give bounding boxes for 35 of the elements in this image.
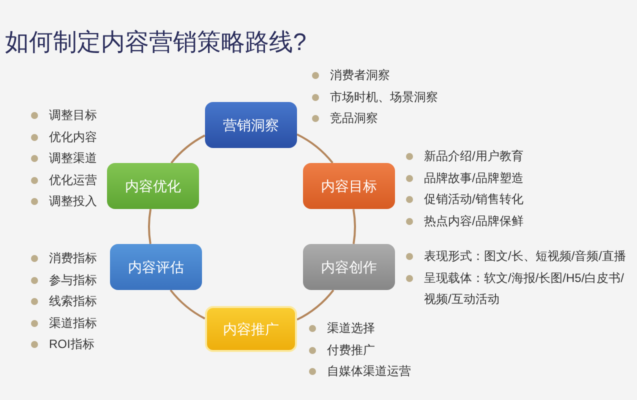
list-item: 调整投入: [49, 193, 97, 210]
list-item: 促销活动/销售转化: [424, 191, 524, 208]
process-box: 内容目标: [303, 163, 395, 209]
list-item: 品牌故事/品牌塑造: [424, 170, 524, 187]
list-item: 线索指标: [49, 293, 97, 310]
list-item: 新品介绍/用户教育: [424, 148, 524, 166]
list-item: 调整渠道: [49, 150, 97, 168]
list-item: 自媒体渠道运营: [327, 363, 411, 380]
process-box: 营销洞察: [205, 102, 297, 148]
list-item: 消费指标: [49, 250, 97, 268]
list-item: 调整目标: [49, 107, 97, 124]
list-item: 渠道指标: [49, 314, 97, 332]
connector-arc: [296, 133, 334, 164]
title: 如何制定内容营销策略路线?: [5, 28, 306, 58]
list-item: 热点内容/品牌保鲜: [424, 212, 524, 230]
list-item: 优化内容: [49, 128, 97, 146]
connector-arc: [170, 289, 206, 320]
list-item: ROI指标: [49, 336, 94, 354]
list-item: 市场时机、场景洞察: [330, 88, 438, 106]
process-box: 内容创作: [303, 244, 395, 290]
list-item: 竞品洞察: [330, 110, 378, 128]
process-box: 内容推广: [205, 306, 297, 352]
process-box: 内容评估: [110, 244, 202, 290]
list-item: 优化运营: [49, 172, 97, 189]
list-item: 参与指标: [49, 272, 97, 289]
connector-arc: [296, 289, 334, 321]
connector-arc: [352, 209, 356, 244]
list-item: 渠道选择: [327, 320, 375, 338]
process-box: 内容优化: [107, 163, 199, 209]
list-item: 消费者洞察: [330, 67, 390, 84]
connector-arc: [148, 208, 152, 244]
list-item: 付费推广: [327, 342, 375, 359]
connector-arc: [170, 134, 206, 164]
list-item: 表现形式：图文/长、短视频/音频/直播: [424, 248, 626, 266]
list-item: 呈现载体：软文/海报/长图/H5/白皮书/视频/互动活动: [424, 270, 626, 308]
